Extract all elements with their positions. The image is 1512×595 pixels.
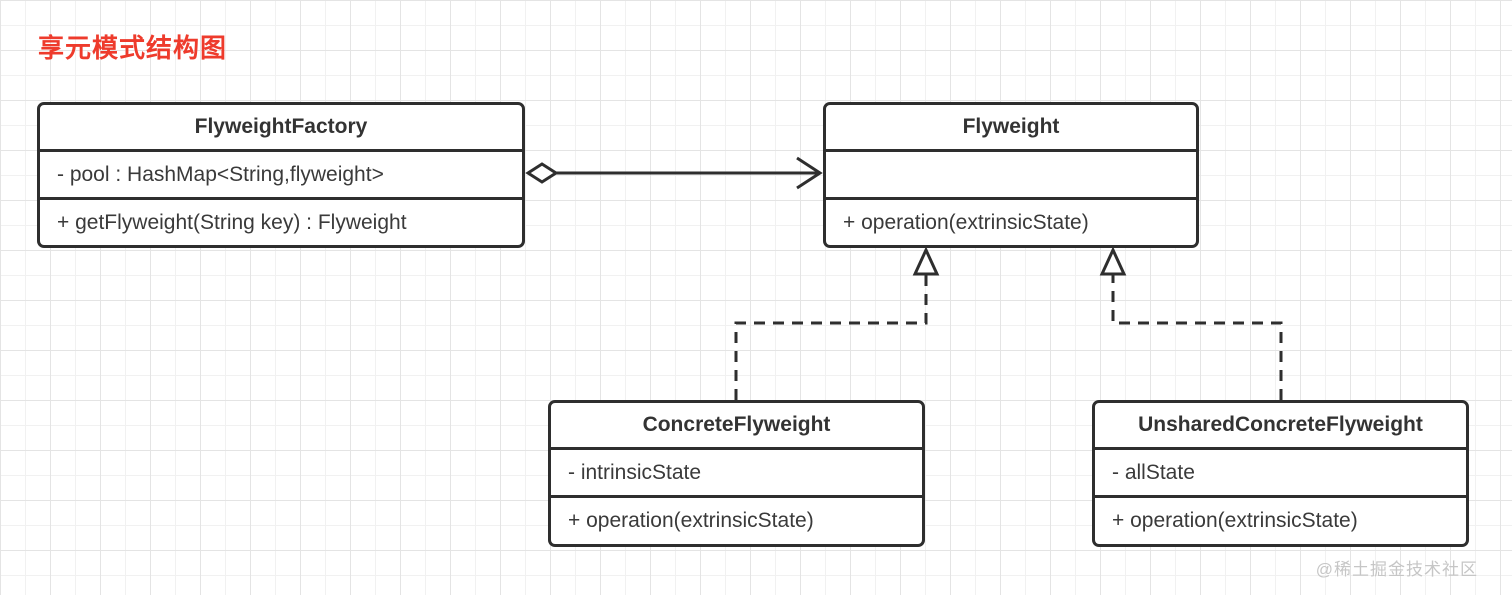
class-name: Flyweight bbox=[962, 115, 1060, 138]
class-box-flyweight: Flyweight + operation(extrinsicState) bbox=[823, 102, 1199, 248]
class-method: + operation(extrinsicState) bbox=[826, 197, 1196, 245]
class-box-concrete-flyweight: ConcreteFlyweight - intrinsicState + ope… bbox=[548, 400, 925, 547]
class-attribute: - pool : HashMap<String,flyweight> bbox=[40, 149, 522, 197]
class-name: UnsharedConcreteFlyweight bbox=[1138, 413, 1423, 436]
page-title: 享元模式结构图 bbox=[38, 33, 228, 63]
class-attribute: - allState bbox=[1095, 447, 1466, 495]
class-method: + getFlyweight(String key) : Flyweight bbox=[40, 197, 522, 245]
class-box-unshared-concrete-flyweight: UnsharedConcreteFlyweight - allState + o… bbox=[1092, 400, 1469, 547]
class-method: + operation(extrinsicState) bbox=[1095, 495, 1466, 543]
class-attribute: - intrinsicState bbox=[551, 447, 922, 495]
class-box-flyweight-factory: FlyweightFactory - pool : HashMap<String… bbox=[37, 102, 525, 248]
watermark: @稀土掘金技术社区 bbox=[1315, 560, 1478, 579]
class-method: + operation(extrinsicState) bbox=[551, 495, 922, 543]
class-name: ConcreteFlyweight bbox=[642, 413, 831, 436]
class-name: FlyweightFactory bbox=[194, 115, 368, 138]
class-attribute bbox=[826, 149, 1196, 197]
